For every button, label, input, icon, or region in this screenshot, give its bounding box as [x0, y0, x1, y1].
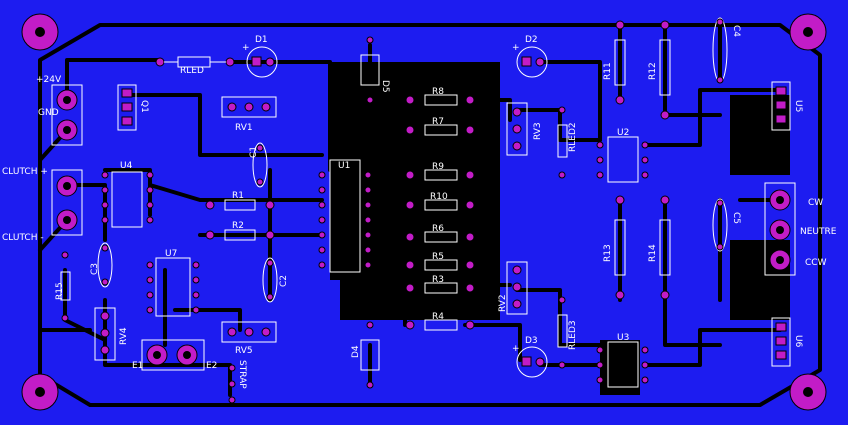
ic-u3 — [596, 341, 649, 388]
led-d1 — [246, 46, 278, 78]
label-r10: R10 — [430, 192, 448, 202]
label-ccw: CCW — [805, 258, 827, 268]
connector-e1-e2 — [141, 339, 205, 371]
ic-u2 — [596, 136, 649, 183]
resistor-r2 — [205, 229, 275, 241]
regulator-u6 — [771, 317, 791, 367]
label-d1: D1 — [255, 35, 268, 45]
label-q1: Q1 — [139, 100, 149, 113]
label-r6: R6 — [432, 224, 444, 234]
label-rv2: RV2 — [498, 294, 508, 312]
label-r9: R9 — [432, 162, 444, 172]
trimmer-rv2 — [506, 261, 528, 315]
label-d2-plus: + — [512, 43, 520, 53]
label-u3: U3 — [617, 333, 629, 343]
resistor-rled3 — [557, 296, 568, 369]
resistor-r12 — [659, 20, 671, 120]
resistor-r14 — [659, 195, 671, 300]
ic-u7 — [146, 257, 200, 317]
label-e1: E1 — [132, 361, 143, 371]
label-u4: U4 — [120, 161, 133, 171]
label-r1: R1 — [232, 191, 244, 201]
label-d2: D2 — [525, 35, 538, 45]
label-rled: RLED — [180, 66, 204, 76]
label-clutch-plus: CLUTCH + — [2, 167, 48, 177]
label-rled2: RLED2 — [568, 122, 578, 152]
led-d2 — [516, 46, 548, 78]
label-c5: C5 — [731, 212, 741, 224]
label-c2: C2 — [279, 275, 289, 287]
label-u2: U2 — [617, 128, 629, 138]
label-neutre: NEUTRE — [800, 227, 837, 237]
label-r4: R4 — [432, 312, 444, 322]
label-cw: CW — [808, 198, 823, 208]
ic-u1 — [318, 159, 372, 273]
label-u1: U1 — [338, 161, 350, 171]
capacitor-c1 — [252, 142, 268, 188]
label-rv4: RV4 — [119, 327, 129, 345]
resistor-bank — [405, 94, 475, 331]
mounting-holes — [21, 13, 827, 411]
regulator-u5 — [771, 81, 791, 131]
label-strap: STRAP — [237, 360, 247, 389]
label-r5: R5 — [432, 252, 444, 262]
label-plus24v: +24V — [36, 75, 62, 85]
label-c4: C4 — [731, 25, 741, 37]
label-r8: R8 — [432, 87, 444, 97]
strap-jumper — [228, 364, 236, 404]
label-r3: R3 — [432, 275, 444, 285]
resistor-rled — [155, 56, 235, 68]
resistor-r11 — [614, 20, 626, 105]
ic-u4 — [101, 171, 154, 228]
label-r11: R11 — [603, 62, 613, 80]
label-r2: R2 — [232, 221, 244, 231]
resistor-rled2 — [557, 106, 568, 179]
label-u6: U6 — [793, 335, 803, 348]
label-r13: R13 — [603, 244, 613, 262]
label-e2: E2 — [206, 361, 217, 371]
label-rv5: RV5 — [235, 346, 253, 356]
trimmer-rv1 — [221, 96, 277, 118]
label-rv1: RV1 — [235, 123, 253, 133]
label-rled3: RLED3 — [568, 320, 578, 350]
label-r14: R14 — [648, 244, 658, 262]
capacitor-c2 — [262, 257, 278, 303]
label-c3: C3 — [90, 263, 100, 275]
label-d3: D3 — [525, 336, 538, 346]
diode-d5 — [360, 36, 380, 104]
label-gnd: GND — [38, 108, 59, 118]
capacitor-c3 — [97, 242, 113, 288]
capacitor-c5 — [712, 198, 728, 252]
trimmer-rv4 — [94, 307, 116, 361]
label-d3-plus: + — [512, 344, 520, 354]
led-d3 — [516, 346, 548, 378]
label-c1: C1 — [249, 146, 259, 158]
resistor-r15 — [60, 251, 71, 322]
label-rv3: RV3 — [533, 122, 543, 140]
capacitor-c4 — [712, 17, 728, 84]
transistor-q1 — [117, 84, 137, 131]
connector-power — [51, 84, 83, 146]
label-d4: D4 — [351, 345, 361, 358]
ground-fill-u3 — [600, 340, 640, 395]
trimmer-rv5 — [221, 321, 277, 343]
resistor-r1 — [205, 199, 275, 211]
trimmer-rv3 — [506, 102, 528, 156]
label-d1-plus: + — [242, 43, 250, 53]
label-u5: U5 — [793, 100, 803, 112]
label-u7: U7 — [165, 249, 177, 259]
connector-clutch — [51, 169, 83, 236]
label-clutch-minus: CLUTCH - — [2, 233, 44, 243]
diode-d4 — [360, 321, 380, 389]
label-r12: R12 — [648, 62, 658, 80]
resistor-r13 — [614, 195, 626, 300]
connector-motor — [764, 182, 796, 276]
label-d5: D5 — [380, 80, 390, 93]
label-r7: R7 — [432, 117, 444, 127]
label-r15: R15 — [55, 282, 65, 300]
